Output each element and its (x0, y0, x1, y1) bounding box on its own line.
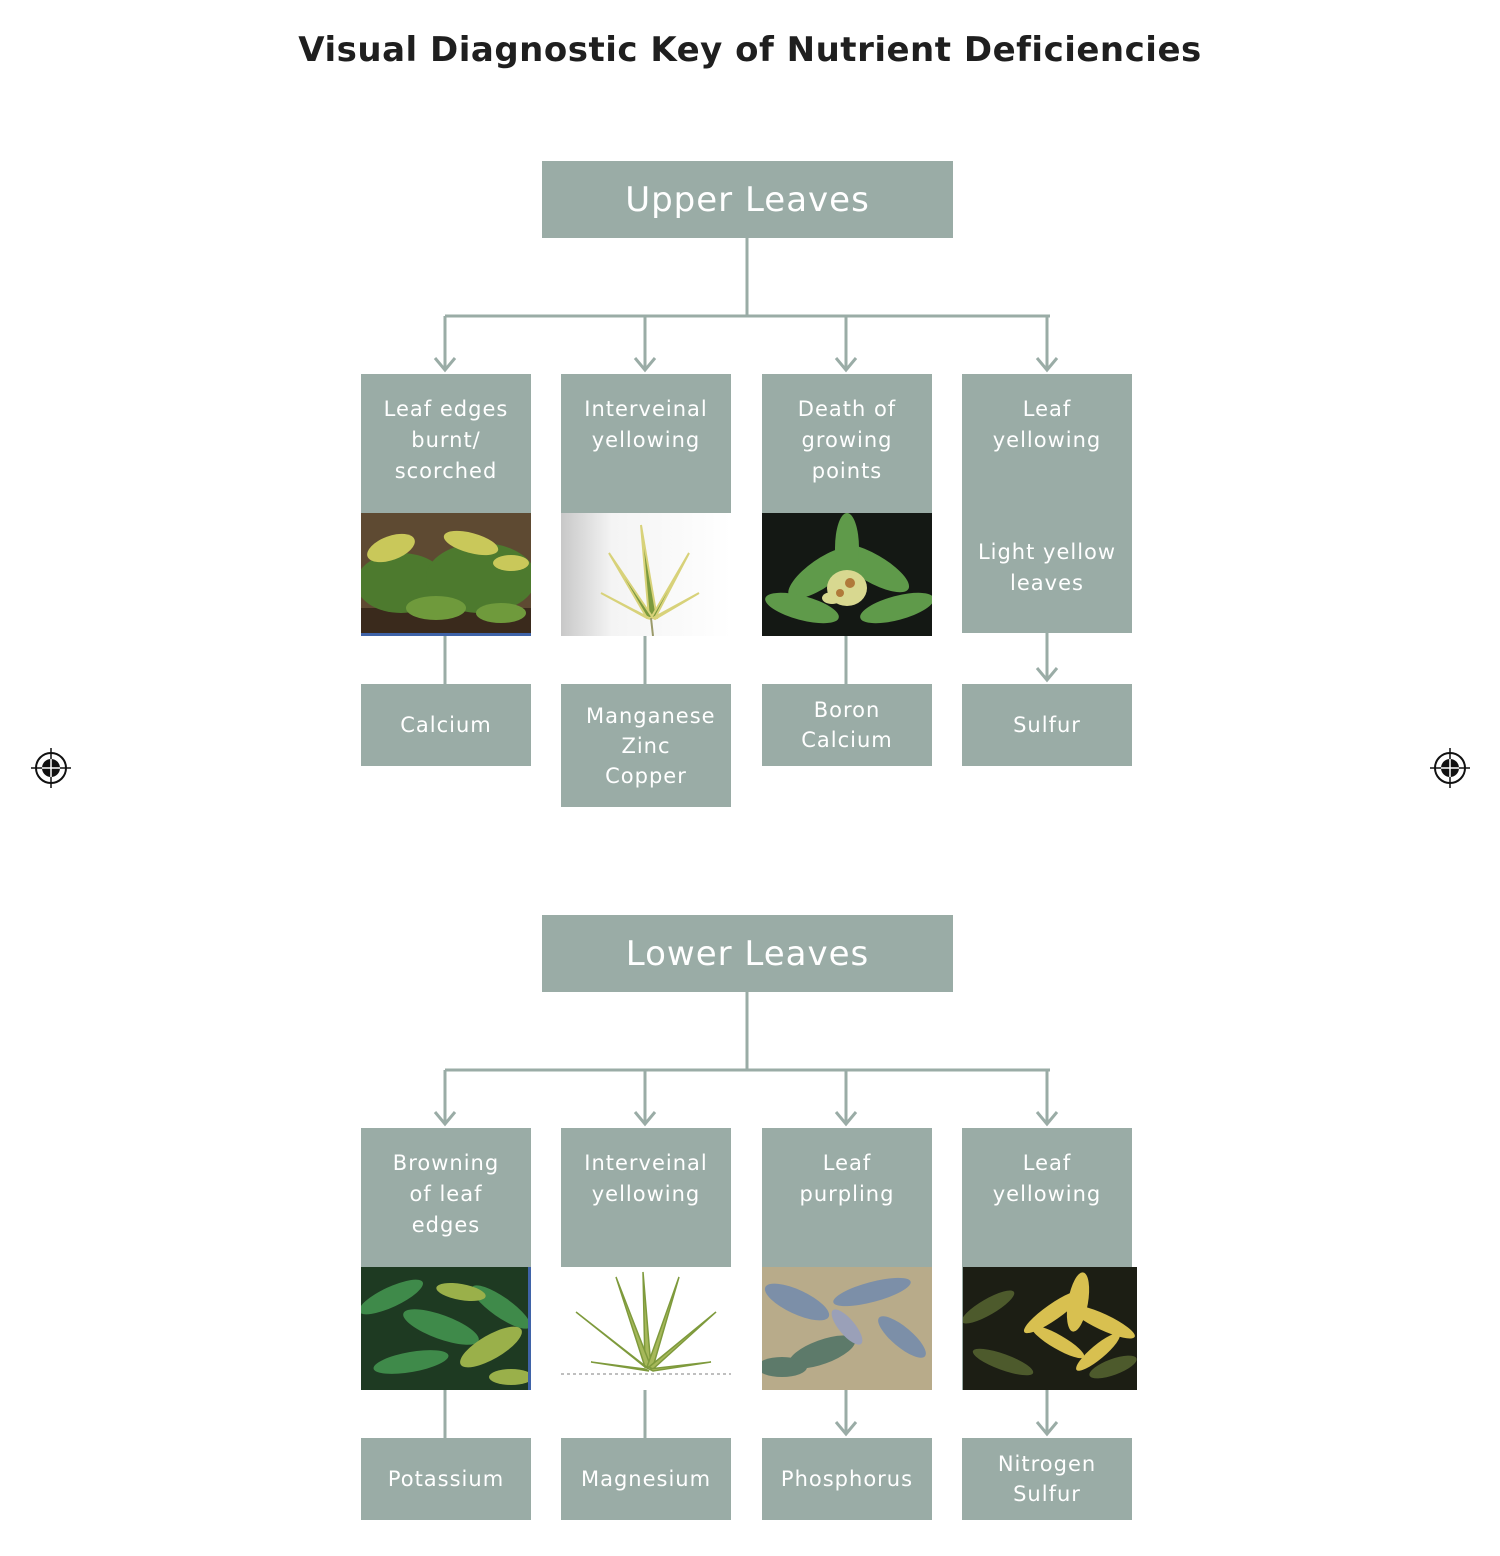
result-calcium: Calcium (361, 684, 531, 766)
symptom-label: Leaf yellowing (992, 1151, 1102, 1206)
result-label: Nitrogen Sulfur (997, 1452, 1097, 1506)
upper-symptom-box-4: Leaf yellowing Light yellow leaves (962, 374, 1132, 633)
symptom-label: Leaf edges burnt/ scorched (383, 397, 509, 483)
leaf-photo-burnt-edges (361, 513, 531, 636)
leaf-photo-death-growing-points (762, 513, 932, 636)
lower-leaves-root: Lower Leaves (542, 915, 953, 992)
result-magnesium: Magnesium (561, 1438, 731, 1520)
symptom-label: Death of growing points (797, 397, 897, 483)
leaf-photo-browning-edges (361, 1267, 531, 1390)
symptom-label: Browning of leaf edges (392, 1151, 500, 1237)
symptom-label: Interveinal yellowing (584, 1151, 708, 1206)
result-manganese-zinc-copper: Manganese Zinc Copper (561, 684, 731, 807)
sub-symptom-label: Light yellow leaves (977, 540, 1117, 595)
symptom-label: Leaf yellowing (992, 397, 1102, 452)
registration-mark-icon (1430, 748, 1470, 788)
result-label: Manganese Zinc Copper (586, 703, 716, 788)
upper-leaves-root: Upper Leaves (542, 161, 953, 238)
result-potassium: Potassium (361, 1438, 531, 1520)
result-label: Boron Calcium (801, 698, 893, 752)
result-sulfur: Sulfur (962, 684, 1132, 766)
leaf-photo-interveinal-yellowing (561, 513, 731, 636)
registration-mark-icon (31, 748, 71, 788)
leaf-photo-leaf-yellowing (963, 1267, 1137, 1390)
result-phosphorus: Phosphorus (762, 1438, 932, 1520)
symptom-label: Interveinal yellowing (584, 397, 708, 452)
result-boron-calcium: Boron Calcium (762, 684, 932, 766)
leaf-photo-interveinal-yellowing-lower (561, 1267, 731, 1390)
diagram-title: Visual Diagnostic Key of Nutrient Defici… (298, 30, 1202, 70)
result-nitrogen-sulfur: Nitrogen Sulfur (962, 1438, 1132, 1520)
leaf-photo-leaf-purpling (762, 1267, 932, 1390)
symptom-label: Leaf purpling (799, 1151, 895, 1206)
